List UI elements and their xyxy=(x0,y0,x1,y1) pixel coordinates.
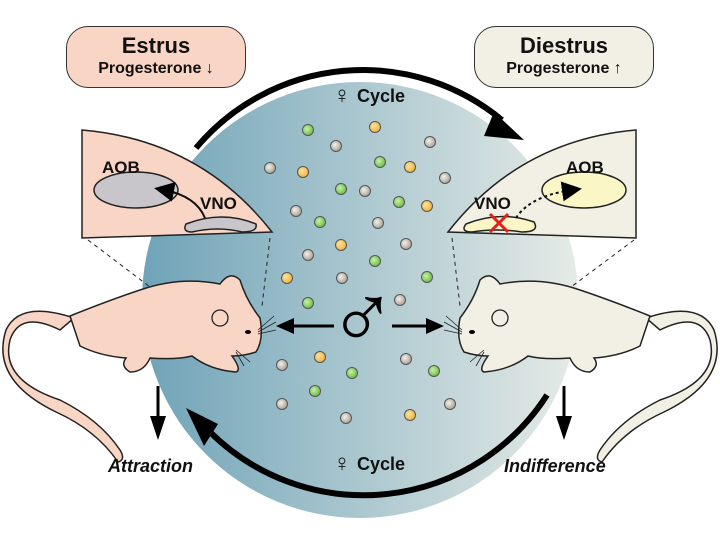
pheromone-dot-green xyxy=(335,183,347,195)
blocked-x-icon xyxy=(488,212,510,234)
pheromone-dot-gray xyxy=(372,217,384,229)
cycle-arrow-bottom xyxy=(207,393,550,499)
estrus-mouse-body xyxy=(69,275,263,373)
diestrus-state-box: Diestrus Progesterone ↑ xyxy=(474,26,654,88)
male-symbol-icon: ♂ xyxy=(328,263,397,365)
diestrus-aob-label: AOB xyxy=(566,158,604,177)
pheromone-dot-yellow xyxy=(297,166,309,178)
diestrus-mouse-ear xyxy=(491,309,509,327)
hormone-down-arrow-icon: ↓ xyxy=(205,60,214,77)
diestrus-mouse xyxy=(443,275,718,463)
female-symbol-icon: ♀ xyxy=(333,450,351,477)
pheromone-dot-gray xyxy=(400,353,412,365)
cycle-text: Cycle xyxy=(357,453,406,474)
estrus-mouse xyxy=(2,275,277,463)
diestrus-outcome-arrow xyxy=(556,386,572,440)
pheromone-dot-yellow xyxy=(369,121,381,133)
pheromone-dot-green xyxy=(374,156,386,168)
estrus-hormone: Progesterone ↓ xyxy=(67,59,245,79)
diestrus-hormone-name: Progesterone xyxy=(506,60,610,77)
pheromone-dot-green xyxy=(314,216,326,228)
pheromone-dot-gray xyxy=(330,140,342,152)
pheromone-dot-gray xyxy=(439,172,451,184)
pheromone-dot-gray xyxy=(359,185,371,197)
pheromone-dot-gray xyxy=(276,398,288,410)
cycle-label-bottom: ♀ Cycle xyxy=(333,452,405,476)
estrus-mouse-eye xyxy=(245,330,251,334)
scent-arrowhead-left xyxy=(276,318,294,334)
pheromone-dot-gray xyxy=(400,238,412,250)
pheromone-dot-green xyxy=(302,297,314,309)
pheromone-dot-gray xyxy=(264,162,276,174)
pheromone-dots xyxy=(264,121,456,424)
estrus-inset-panel xyxy=(81,129,274,239)
cycle-arrowhead-bottom xyxy=(186,408,218,446)
female-symbol-icon: ♀ xyxy=(333,82,351,109)
cycle-circle xyxy=(142,82,578,518)
estrus-mouse-tail xyxy=(2,310,124,463)
pheromone-dot-gray xyxy=(290,205,302,217)
diestrus-inset xyxy=(446,129,637,239)
pheromone-dot-green xyxy=(421,271,433,283)
estrus-inset xyxy=(81,129,274,239)
estrus-title: Estrus xyxy=(121,33,191,58)
scent-arrowhead-right xyxy=(426,318,444,334)
pheromone-dot-gray xyxy=(424,136,436,148)
pheromone-dot-green xyxy=(369,255,381,267)
diestrus-outcome-label: Indifference xyxy=(504,456,606,476)
diestrus-inset-panel xyxy=(446,129,637,239)
pheromone-dot-yellow xyxy=(335,239,347,251)
diestrus-hormone: Progesterone ↑ xyxy=(475,59,653,79)
diestrus-mouse-whiskers xyxy=(443,315,485,367)
pheromone-dot-yellow xyxy=(314,351,326,363)
cycle-arrow-top xyxy=(193,67,504,150)
estrus-vno xyxy=(184,216,257,233)
pheromone-dot-green xyxy=(428,365,440,377)
estrus-hormone-name: Progesterone xyxy=(98,60,202,77)
pheromone-dot-green xyxy=(309,385,321,397)
diestrus-mouse-body xyxy=(457,275,651,373)
estrus-outcome-arrow xyxy=(150,386,166,440)
pheromone-dot-gray xyxy=(340,412,352,424)
pheromone-dot-gray xyxy=(302,249,314,261)
estrus-vno-label: VNO xyxy=(200,194,237,213)
pheromone-dot-gray xyxy=(276,359,288,371)
estrus-aob-label: AOB xyxy=(102,158,140,177)
cycle-arrowhead-top xyxy=(484,112,524,140)
hormone-up-arrow-icon: ↑ xyxy=(613,60,622,77)
diestrus-title: Diestrus xyxy=(519,33,609,58)
pheromone-dot-green xyxy=(393,196,405,208)
estrus-outcome-label: Attraction xyxy=(108,456,193,476)
estrus-state-box: Estrus Progesterone ↓ xyxy=(66,26,246,88)
pheromone-dot-gray xyxy=(336,272,348,284)
estrus-mouse-whiskers xyxy=(235,315,277,367)
pheromone-dot-yellow xyxy=(281,272,293,284)
diestrus-vno-label: VNO xyxy=(474,194,511,213)
pheromone-dot-yellow xyxy=(421,200,433,212)
diestrus-mouse-tail xyxy=(596,310,718,463)
pheromone-dot-green xyxy=(302,124,314,136)
cycle-text: Cycle xyxy=(357,85,406,106)
pheromone-dot-gray xyxy=(444,398,456,410)
pheromone-dot-gray xyxy=(394,294,406,306)
pheromone-dot-yellow xyxy=(404,409,416,421)
cycle-label-top: ♀ Cycle xyxy=(333,84,405,108)
estrus-signal-arrow xyxy=(154,182,206,219)
estrus-mouse-ear xyxy=(211,309,229,327)
pheromone-dot-yellow xyxy=(404,161,416,173)
diestrus-mouse-eye xyxy=(469,330,475,334)
pheromone-dot-green xyxy=(346,367,358,379)
